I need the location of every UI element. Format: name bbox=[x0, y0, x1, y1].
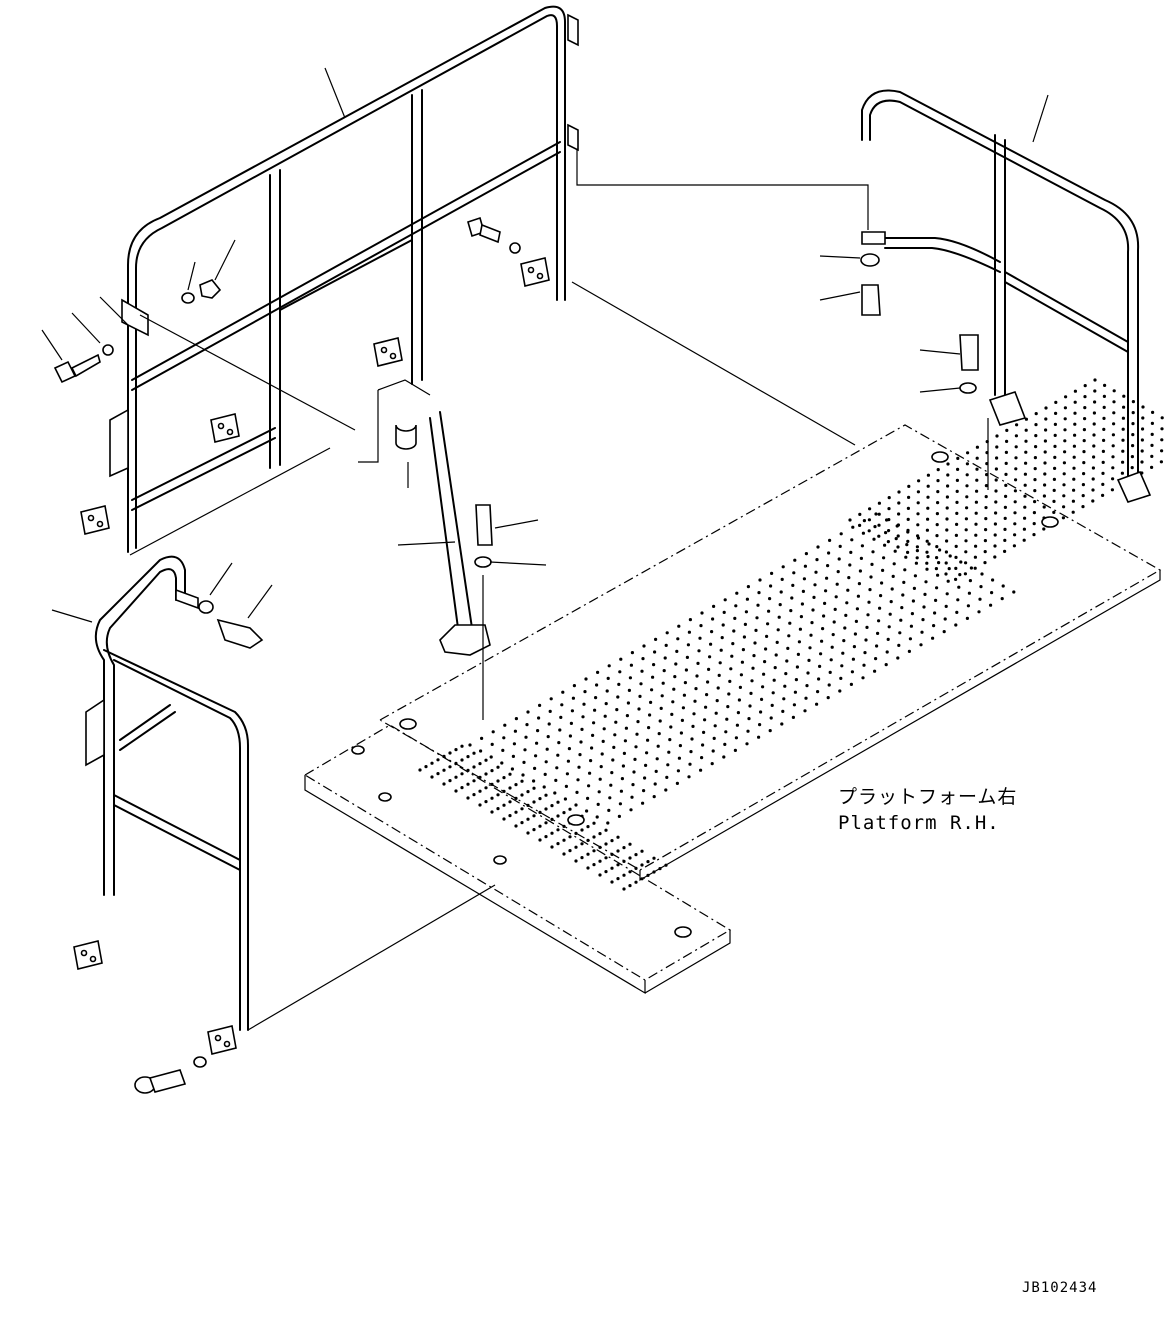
perforation-holes bbox=[418, 378, 1164, 891]
clip-symbols bbox=[73, 257, 550, 1055]
assembly-lines bbox=[129, 281, 989, 720]
support-strut bbox=[139, 314, 491, 656]
platform-rh bbox=[303, 378, 1164, 995]
drawing-number: JB102434 bbox=[1022, 1280, 1098, 1296]
fasteners bbox=[41, 216, 979, 1094]
part-label-japanese: プラットフォーム右 bbox=[838, 786, 1018, 808]
handrail-front bbox=[51, 555, 496, 1031]
handrail-long bbox=[109, 5, 579, 553]
part-label-english: Platform R.H. bbox=[838, 812, 1000, 834]
handrail-right bbox=[576, 89, 1152, 503]
